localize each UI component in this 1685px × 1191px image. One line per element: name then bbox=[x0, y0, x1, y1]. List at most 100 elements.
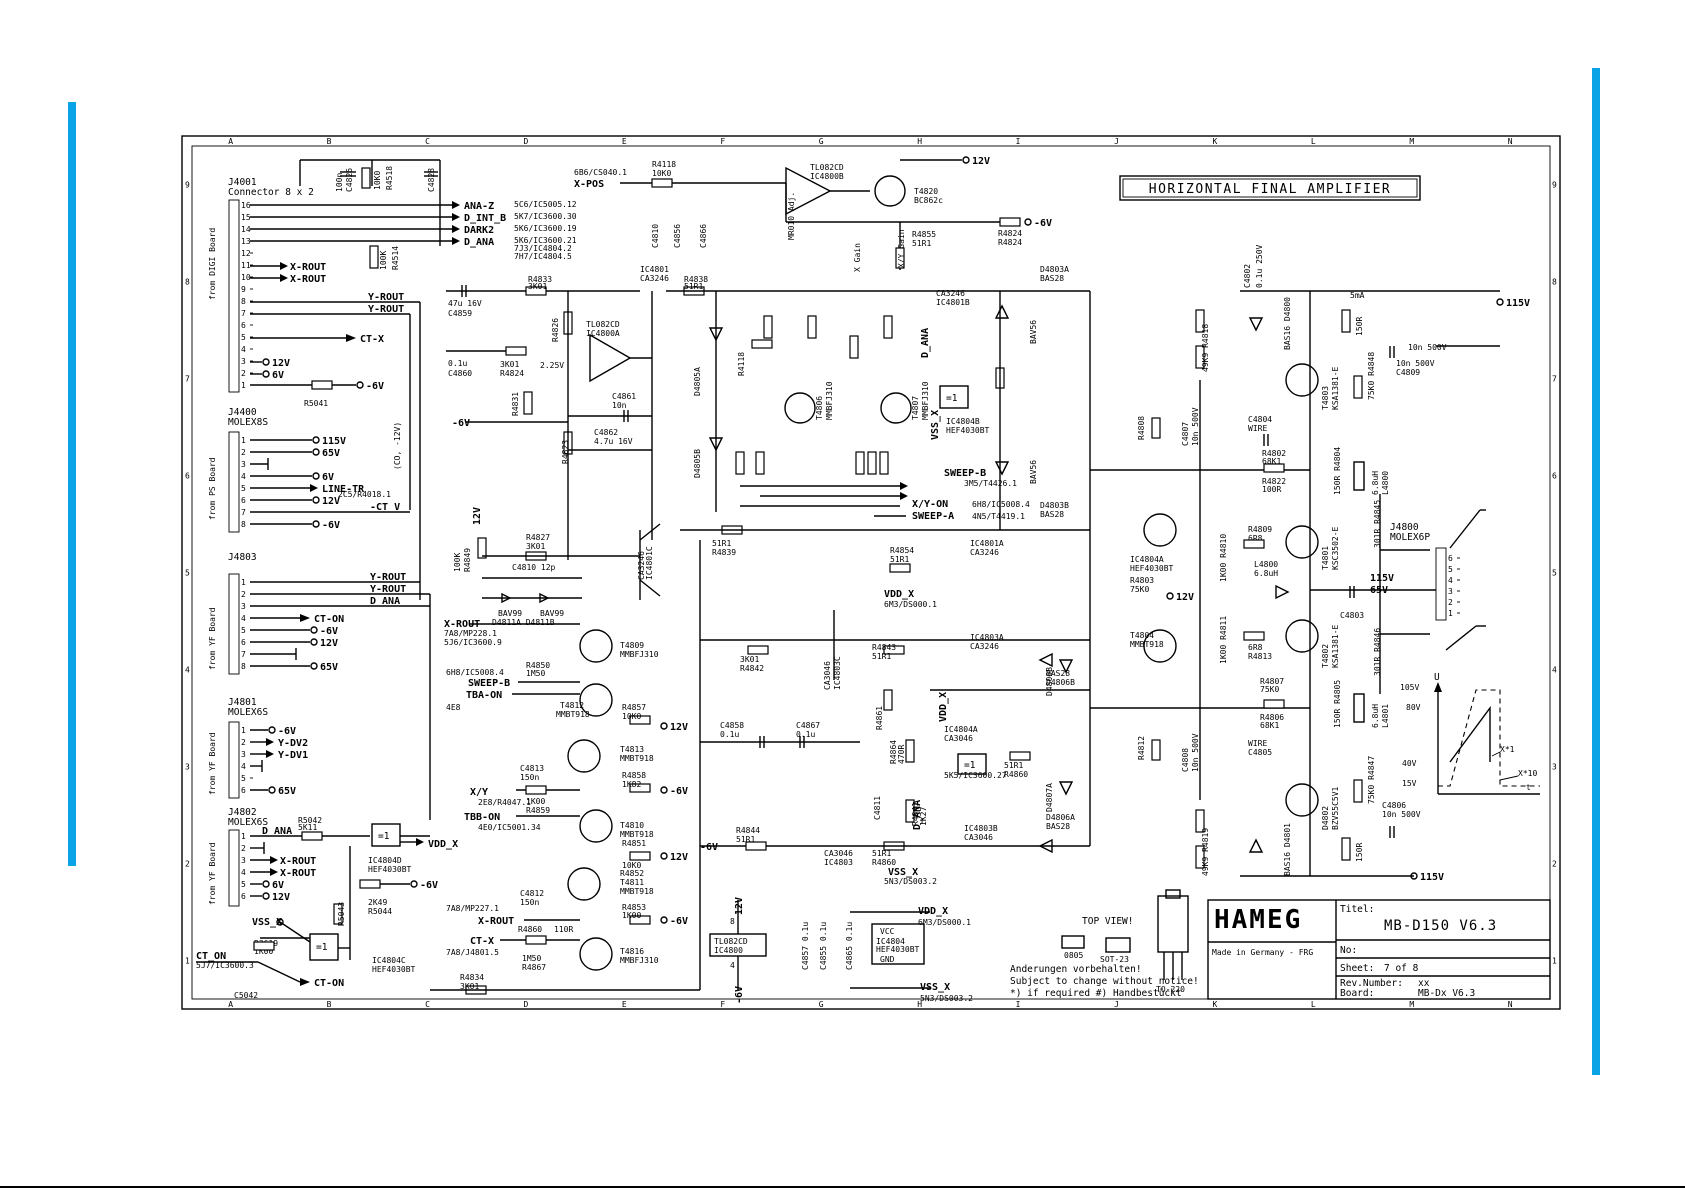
pin-7: 7 bbox=[241, 508, 246, 517]
svg-text:HEF4030BT: HEF4030BT bbox=[372, 965, 416, 974]
titel-value: MB-D150 V6.3 bbox=[1384, 918, 1497, 934]
svg-text:R4844: R4844 bbox=[736, 826, 760, 835]
svg-text:R4808: R4808 bbox=[1137, 416, 1146, 440]
svg-text:R4841: R4841 bbox=[911, 802, 920, 826]
pin-2: 2 bbox=[241, 844, 246, 853]
grid-row-7: 7 bbox=[185, 375, 190, 384]
board-value: MB-Dx V6.3 bbox=[1418, 988, 1475, 999]
svg-text:from YF Board: from YF Board bbox=[208, 607, 217, 670]
svg-text:D4806B: D4806B bbox=[1046, 678, 1075, 687]
svg-text:J4800: J4800 bbox=[1390, 522, 1419, 533]
svg-text:-6V: -6V bbox=[1034, 218, 1052, 229]
svg-text:6M3/DS000.1: 6M3/DS000.1 bbox=[884, 600, 937, 609]
svg-text:0805: 0805 bbox=[1064, 951, 1083, 960]
board-label: Board: bbox=[1340, 988, 1374, 999]
pin-12: 12 bbox=[241, 249, 251, 258]
svg-text:D4803B: D4803B bbox=[1040, 501, 1069, 510]
svg-text:7A8/J4801.5: 7A8/J4801.5 bbox=[446, 948, 499, 957]
svg-text:C4807: C4807 bbox=[1181, 422, 1190, 446]
svg-text:-6V: -6V bbox=[278, 726, 296, 737]
svg-text:from PS Board: from PS Board bbox=[208, 457, 217, 520]
svg-text:6B6/CS040.1: 6B6/CS040.1 bbox=[574, 168, 627, 177]
net-x-rout-1: X-ROUT bbox=[290, 262, 326, 273]
svg-text:R4806: R4806 bbox=[1260, 713, 1284, 722]
svg-text:1K27: 1K27 bbox=[919, 807, 928, 826]
svg-text:R4824: R4824 bbox=[998, 238, 1022, 247]
pin-2: 2 bbox=[1448, 598, 1453, 607]
net-y-rout-2: Y-ROUT bbox=[368, 304, 404, 315]
svg-text:R4833: R4833 bbox=[528, 275, 552, 284]
net-sweep-a: TBA-ON bbox=[466, 690, 502, 701]
svg-text:5C6/IC5005.12: 5C6/IC5005.12 bbox=[514, 200, 577, 209]
svg-text:C4810 12p: C4810 12p bbox=[512, 563, 556, 572]
svg-text:TL082CD: TL082CD bbox=[810, 163, 844, 172]
svg-text:C4811: C4811 bbox=[873, 796, 882, 820]
svg-text:12V: 12V bbox=[272, 892, 290, 903]
titel-label: Titel: bbox=[1340, 904, 1374, 915]
svg-text:150R: 150R bbox=[1355, 317, 1364, 336]
transistor-t4804 bbox=[1143, 513, 1177, 547]
pin-6: 6 bbox=[241, 786, 246, 795]
svg-text:D_ANA: D_ANA bbox=[912, 800, 923, 830]
svg-text:BAS16 D4800: BAS16 D4800 bbox=[1283, 297, 1292, 350]
svg-text:51R1: 51R1 bbox=[890, 555, 909, 564]
title-block: HAMEG Made in Germany - FRG Titel: MB-D1… bbox=[1207, 899, 1551, 1000]
svg-text:47u 16V: 47u 16V bbox=[448, 299, 482, 308]
grid-col-M: M bbox=[1409, 1000, 1414, 1009]
svg-text:IC4801C: IC4801C bbox=[645, 546, 654, 580]
svg-text:-6V: -6V bbox=[700, 842, 718, 853]
svg-text:R4812: R4812 bbox=[1137, 736, 1146, 760]
pin-6: 6 bbox=[241, 892, 246, 901]
net-d-ana: D_ANA bbox=[464, 237, 494, 248]
svg-text:10n 500V: 10n 500V bbox=[1396, 359, 1435, 368]
grid-row-5: 5 bbox=[1552, 569, 1557, 578]
svg-text:L4800: L4800 bbox=[1381, 471, 1390, 495]
net-x-y: X-ROUT bbox=[444, 619, 480, 630]
svg-text:D4803A: D4803A bbox=[1040, 265, 1069, 274]
grid-col-C: C bbox=[425, 137, 430, 146]
pin-5: 5 bbox=[241, 774, 246, 783]
grid-row-4: 4 bbox=[1552, 666, 1557, 675]
left-accent-bar bbox=[68, 102, 76, 866]
svg-text:Y-ROUT: Y-ROUT bbox=[370, 572, 406, 583]
nr-label: No: bbox=[1340, 945, 1357, 956]
svg-text:R5044: R5044 bbox=[368, 907, 392, 916]
grid-col-J: J bbox=[1114, 137, 1119, 146]
grid-col-I: I bbox=[1016, 137, 1021, 146]
svg-text:1K00: 1K00 bbox=[254, 947, 273, 956]
svg-text:R4809: R4809 bbox=[1248, 525, 1272, 534]
svg-text:T4820: T4820 bbox=[914, 187, 938, 196]
net-ana-z: ANA-Z bbox=[464, 201, 494, 212]
svg-text:MMBT918: MMBT918 bbox=[620, 754, 654, 763]
transistor-t4807 bbox=[880, 392, 912, 424]
svg-text:J4400: J4400 bbox=[228, 407, 257, 418]
pin-5: 5 bbox=[241, 333, 246, 342]
svg-text:BZV55C5V1: BZV55C5V1 bbox=[1331, 786, 1340, 830]
svg-text:D_ANA: D_ANA bbox=[370, 596, 400, 607]
pin-3: 3 bbox=[241, 460, 246, 469]
pin-11: 11 bbox=[241, 261, 251, 270]
svg-text:470R: 470R bbox=[897, 745, 906, 764]
pin-1: 1 bbox=[1448, 609, 1453, 618]
power-section: TL082CD IC4800 84 12V -6V VCC IC4804 HEF… bbox=[709, 897, 973, 1004]
svg-text:R4842: R4842 bbox=[740, 664, 764, 673]
pin-2: 2 bbox=[241, 738, 246, 747]
svg-text:CA3246: CA3246 bbox=[970, 642, 999, 651]
svg-text:105V: 105V bbox=[1400, 683, 1419, 692]
svg-text:C4867: C4867 bbox=[796, 721, 820, 730]
svg-text:VSS_X: VSS_X bbox=[930, 410, 941, 440]
svg-text:C4861: C4861 bbox=[612, 392, 636, 401]
svg-text:12V: 12V bbox=[670, 722, 688, 733]
svg-text:49K9 R4819: 49K9 R4819 bbox=[1201, 828, 1210, 876]
pin-14: 14 bbox=[241, 225, 251, 234]
svg-text:R4838: R4838 bbox=[684, 275, 708, 284]
svg-text:R5042: R5042 bbox=[298, 816, 322, 825]
svg-text:T4803: T4803 bbox=[1321, 386, 1330, 410]
svg-text:=1: =1 bbox=[316, 942, 328, 953]
svg-text:MMBT918: MMBT918 bbox=[620, 887, 654, 896]
svg-text:5K6/IC3600.19: 5K6/IC3600.19 bbox=[514, 224, 577, 233]
svg-text:T4810: T4810 bbox=[620, 821, 644, 830]
svg-text:T4811: T4811 bbox=[620, 878, 644, 887]
svg-text:U: U bbox=[1434, 672, 1440, 683]
